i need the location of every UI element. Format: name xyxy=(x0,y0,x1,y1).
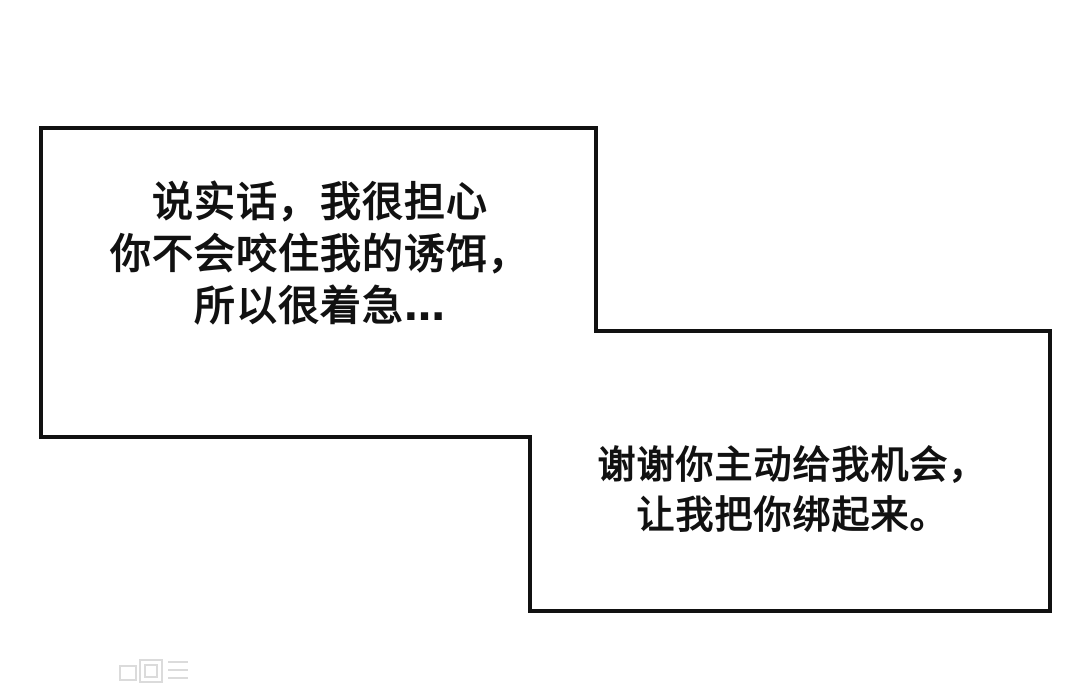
connected-speech-box-border xyxy=(39,126,1052,613)
dialogue-bottom-line-2: 让我把你绑起来。 xyxy=(636,493,949,537)
dialogue-top-line-3: 所以很着急… xyxy=(194,282,446,330)
dialogue-top-line-2: 你不会咬住我的诱饵， xyxy=(110,230,530,278)
watermark-logo-icon xyxy=(119,659,188,683)
dialogue-bottom-line-1: 谢谢你主动给我机会， xyxy=(597,443,988,487)
dialogue-top: 说实话，我很担心 你不会咬住我的诱饵， 所以很着急… xyxy=(40,176,600,332)
dialogue-top-line-1: 说实话，我很担心 xyxy=(152,178,488,226)
dialogue-bottom: 谢谢你主动给我机会， 让我把你绑起来。 xyxy=(530,440,1055,540)
